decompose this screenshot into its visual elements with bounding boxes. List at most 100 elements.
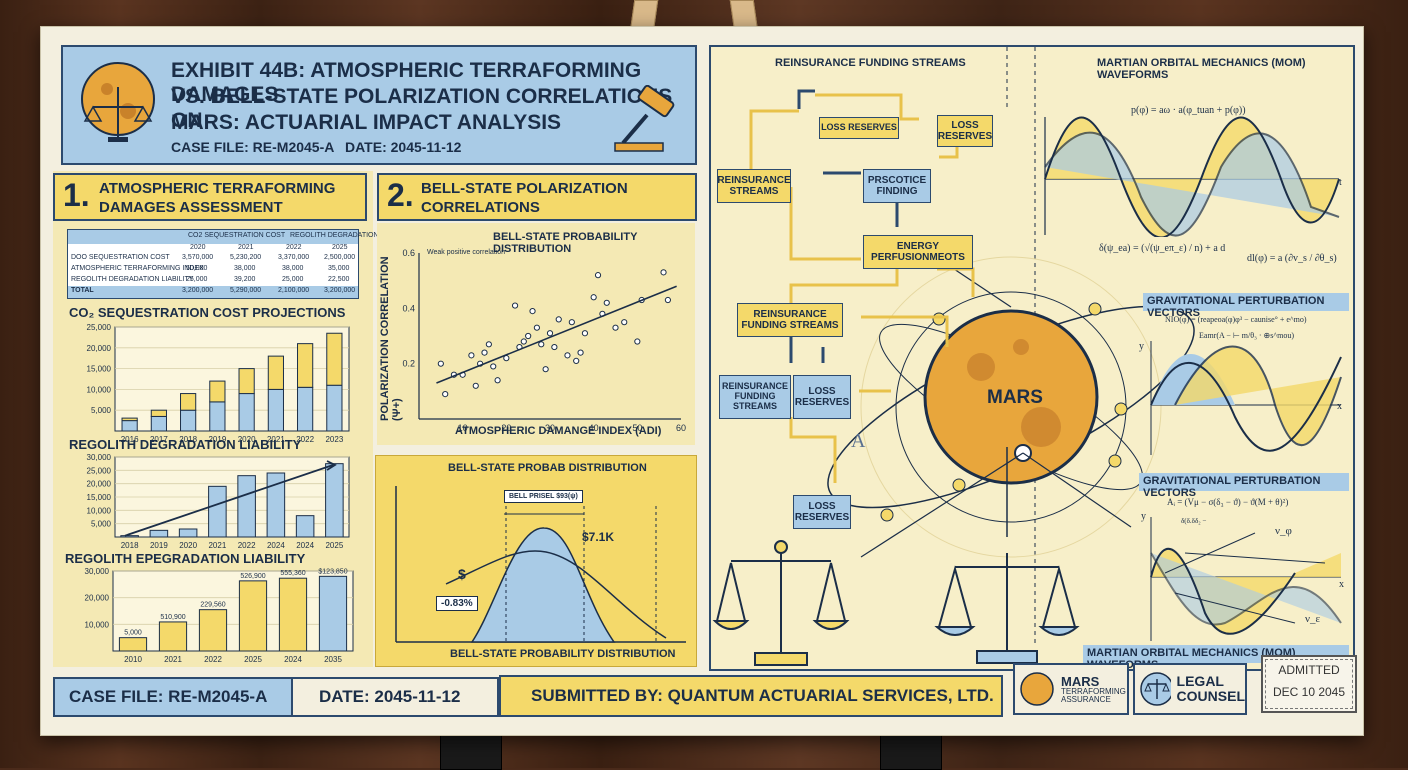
bar-segment-upper	[326, 332, 343, 386]
box-prscotice-finding: PRSCOTICE FINDING	[863, 169, 931, 203]
x-tick-label: 2019	[208, 435, 226, 444]
scatter-point	[621, 319, 628, 326]
stamp-admitted: ADMITTED	[1278, 663, 1340, 677]
box-reinsurance-streams: REINSURANCE STREAMS	[717, 169, 791, 203]
easel-clamp-right	[880, 732, 942, 770]
scatter-point	[538, 341, 545, 348]
grav-1-eq-2: Eamr(A − ⊢ m/θ₃ · ⊕s^mou)	[1199, 331, 1294, 340]
scatter-point	[590, 294, 597, 301]
mars-scales-logo	[81, 62, 155, 142]
y-tick-label: 10,000	[85, 620, 110, 629]
bar	[325, 463, 344, 538]
table-row-3-v4: 22,500	[328, 276, 350, 283]
bar-segment-lower	[209, 401, 226, 432]
table-row-2-v2: 38,000	[234, 265, 256, 272]
x-tick-label: 2020	[179, 541, 197, 550]
bar	[120, 535, 139, 538]
table-row-2-v4: 35,000	[328, 265, 350, 272]
x-tick-label: 2023	[325, 435, 343, 444]
grav-2-title: GRAVITATIONAL PERTURBATION VECTORS	[1143, 475, 1321, 499]
scatter-xlabel: ATMOSPHERIC DAMANGE INDEX (ADI)	[455, 425, 662, 437]
bar-segment-lower	[297, 386, 314, 432]
grav-2-title-bar	[1139, 473, 1349, 491]
scatter-point	[581, 330, 589, 337]
y-tick-label: 15,000	[87, 365, 112, 374]
footer-case-file: CASE FILE: RE-M2045-A	[69, 687, 268, 706]
table-row-1-label: DOO SEQUESTRATION COST	[71, 254, 170, 261]
bar	[118, 637, 148, 652]
y-tick-label: 5,000	[91, 520, 112, 529]
x-tick-label: 2019	[150, 541, 168, 550]
bar-value-label: $123,850	[318, 568, 347, 575]
easel-clamp-left	[440, 732, 502, 770]
y-tick-label: 30,000	[85, 567, 110, 576]
regolith-epegradation-chart: 30,00020,00010,0005,0002010510,900202122…	[85, 567, 354, 664]
bar	[158, 621, 188, 652]
logo-legal: LEGAL	[1176, 673, 1224, 690]
x-tick-label: 50	[632, 423, 642, 433]
grav-1-title-bar	[1143, 293, 1349, 311]
wave-eq-1: p(φ) = aω · a(φ_tuan + p(φ))	[1131, 105, 1246, 116]
x-tick-label: 2022	[238, 541, 256, 550]
bar-segment-upper	[180, 393, 197, 411]
x-tick-label: 2024	[296, 541, 314, 550]
table-year-2020: 2020	[190, 244, 206, 251]
admitted-stamp: ADMITTED DEC 10 2045	[1261, 655, 1357, 713]
table-row-4-v4: 3,200,000	[324, 287, 356, 294]
scatter-point	[555, 316, 562, 323]
table-row-1-v3: 3,370,000	[278, 254, 310, 261]
scatter-point	[511, 302, 519, 309]
right-scales	[934, 553, 1080, 664]
scatter-point	[634, 338, 641, 345]
section-1-panel: 1. ATMOSPHERIC TERRAFORMING DAMAGES ASSE…	[53, 171, 379, 667]
bar	[318, 575, 348, 652]
y-tick-label: 25,000	[87, 466, 112, 475]
mars-logo-icon	[1020, 672, 1054, 706]
scatter-point	[533, 324, 540, 331]
mars-assurance-logo: MARS TERRAFORMING ASSURANCE	[1013, 663, 1129, 715]
bell-dollar-marker: $	[458, 566, 466, 582]
trend-arrowhead	[326, 460, 337, 471]
grav-1-title: GRAVITATIONAL PERTURBATION VECTORS	[1147, 295, 1325, 319]
bar-segment-upper	[209, 380, 226, 403]
bell-xlabel: BELL-STATE PROBABILITY DISTRIBUTION	[450, 648, 676, 660]
header-date: DATE: 2045-11-12	[345, 139, 462, 155]
section-1-banner: 1. ATMOSPHERIC TERRAFORMING DAMAGES ASSE…	[53, 173, 367, 221]
wave-eq-3: dl(φ) = a (∂v_s / ∂θ_s)	[1247, 253, 1337, 264]
box-energy: ENERGY PERFUSIONMEOTS	[863, 235, 973, 269]
plot-area	[114, 326, 350, 432]
bar	[198, 609, 228, 652]
scatter-point	[551, 343, 558, 351]
bar-value-label: 555,360	[280, 570, 305, 577]
logo-counsel: COUNSEL	[1176, 688, 1245, 704]
scatter-point	[564, 352, 571, 359]
scatter-point	[660, 269, 667, 276]
waves-title: MARTIAN ORBITAL MECHANICS (MOM) WAVEFORM…	[1097, 57, 1306, 81]
table-year-2021: 2021	[238, 244, 254, 251]
bar-segment-upper	[238, 368, 255, 395]
table-header-row	[68, 230, 358, 244]
right-diagram-panel: REINSURANCE FUNDING STREAMS MARTIAN ORBI…	[709, 45, 1355, 671]
grav-2-eq-small: δ(δ.δδ₂ −	[1181, 517, 1207, 525]
footer-case-file-cell: CASE FILE: RE-M2045-A	[53, 677, 293, 717]
bar	[208, 485, 227, 538]
bar	[149, 529, 169, 538]
x-tick-label: 2022	[296, 435, 314, 444]
y-tick-label: 10,000	[87, 385, 112, 394]
table-row-4-label: TOTAL	[71, 287, 94, 294]
bar-value-label: 229,560	[200, 602, 225, 609]
table-row-3-v1: 25,000	[186, 276, 208, 283]
legal-counsel-logo: LEGAL COUNSEL	[1133, 663, 1247, 715]
gavel-icon	[614, 85, 675, 152]
scatter-point	[568, 319, 575, 326]
damages-table: CO2 SEQUESTRATION COST REGOLITH DEGRADAT…	[67, 229, 379, 299]
section-2-number: 2.	[387, 177, 414, 213]
exhibit-title-line-1: EXHIBIT 44B: ATMOSPHERIC TERRAFORMING DA…	[171, 59, 642, 106]
exhibit-title-line-2: VS. BELL-STATE POLARIZATION CORRELATIONS…	[171, 85, 673, 132]
bar-segment-lower	[267, 388, 284, 432]
scatter-point	[546, 330, 554, 337]
y-tick-label: 0.4	[402, 303, 415, 313]
y-tick-label: 30,000	[87, 453, 112, 462]
